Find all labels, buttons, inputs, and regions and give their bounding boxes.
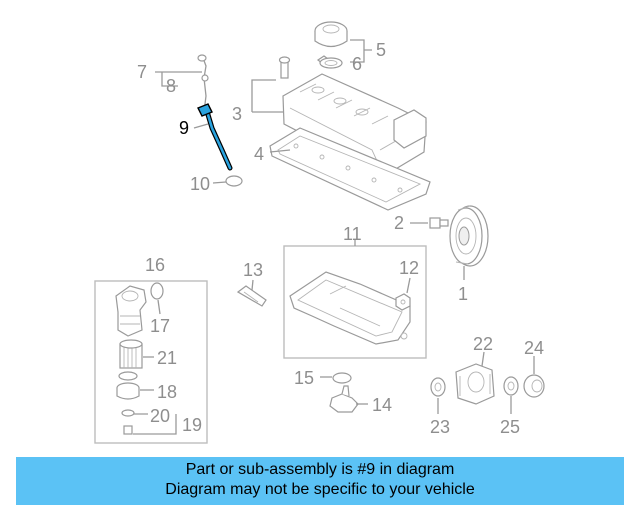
dipstick-tube[interactable]	[197, 54, 209, 113]
oil-filter-element[interactable]	[119, 339, 143, 369]
filler-cap-gasket[interactable]	[319, 57, 343, 69]
crankshaft-pulley[interactable]	[449, 205, 489, 267]
info-banner: Part or sub-assembly is #9 in diagram Di…	[16, 457, 624, 505]
callout-1[interactable]: 1	[458, 284, 468, 304]
callout-24[interactable]: 24	[524, 338, 544, 358]
valve-cover-gasket[interactable]	[269, 127, 431, 211]
callout-23[interactable]: 23	[430, 417, 450, 437]
callout-9[interactable]: 9	[179, 118, 189, 138]
valve-cover[interactable]	[282, 55, 427, 177]
callout-21[interactable]: 21	[157, 348, 177, 368]
callout-2[interactable]: 2	[394, 213, 404, 233]
callout-18[interactable]: 18	[157, 382, 177, 402]
callout-20[interactable]: 20	[150, 406, 170, 426]
oil-cooler[interactable]	[455, 363, 495, 405]
oil-pan[interactable]	[289, 271, 411, 345]
callout-19[interactable]: 19	[182, 415, 202, 435]
cooler-gasket-right[interactable]	[503, 376, 519, 396]
dipstick-o-ring[interactable]	[225, 175, 243, 187]
callout-8[interactable]: 8	[166, 76, 176, 96]
oil-filter-group-box	[94, 280, 208, 444]
callout-11[interactable]: 11	[343, 224, 362, 244]
callout-17[interactable]: 17	[150, 316, 170, 336]
callout-12[interactable]: 12	[399, 258, 419, 278]
callout-3[interactable]: 3	[232, 104, 242, 124]
cooler-gasket-left[interactable]	[430, 377, 446, 397]
callout-5[interactable]: 5	[376, 40, 386, 60]
filter-drain-plug[interactable]	[123, 425, 133, 435]
filter-o-ring[interactable]	[118, 371, 138, 381]
callout-4[interactable]: 4	[254, 144, 264, 164]
pulley-bolt[interactable]	[429, 217, 449, 229]
filter-cap[interactable]	[116, 382, 140, 400]
valve-cover-bolt[interactable]	[278, 56, 291, 79]
cap-o-ring[interactable]	[121, 409, 135, 417]
oil-dipstick-guide[interactable]	[197, 103, 233, 171]
strainer-gasket[interactable]	[332, 372, 352, 384]
oil-baffle[interactable]	[236, 285, 267, 307]
oil-filler-cap[interactable]	[314, 21, 348, 48]
banner-line-part: Part or sub-assembly is #9 in diagram	[185, 461, 455, 478]
callout-14[interactable]: 14	[372, 395, 392, 415]
banner-line-disclaimer: Diagram may not be specific to your vehi…	[165, 481, 475, 498]
callout-labels: 1 2 3 4 5 6 7 8 9 10 11 12 13 14 15 16 1…	[137, 40, 544, 437]
callout-22[interactable]: 22	[473, 334, 493, 354]
callout-7[interactable]: 7	[137, 62, 147, 82]
callout-10[interactable]: 10	[190, 174, 210, 194]
callout-15[interactable]: 15	[294, 368, 314, 388]
leader-lines	[133, 39, 535, 435]
callout-25[interactable]: 25	[500, 417, 520, 437]
callout-13[interactable]: 13	[243, 260, 263, 280]
housing-gasket[interactable]	[150, 282, 164, 300]
cooler-cover[interactable]	[523, 374, 545, 398]
oil-filter-housing[interactable]	[115, 285, 147, 337]
callout-6[interactable]: 6	[352, 54, 362, 74]
callout-16[interactable]: 16	[145, 255, 165, 275]
oil-strainer[interactable]	[329, 385, 359, 413]
oil-pan-drain-plug[interactable]	[395, 293, 411, 311]
